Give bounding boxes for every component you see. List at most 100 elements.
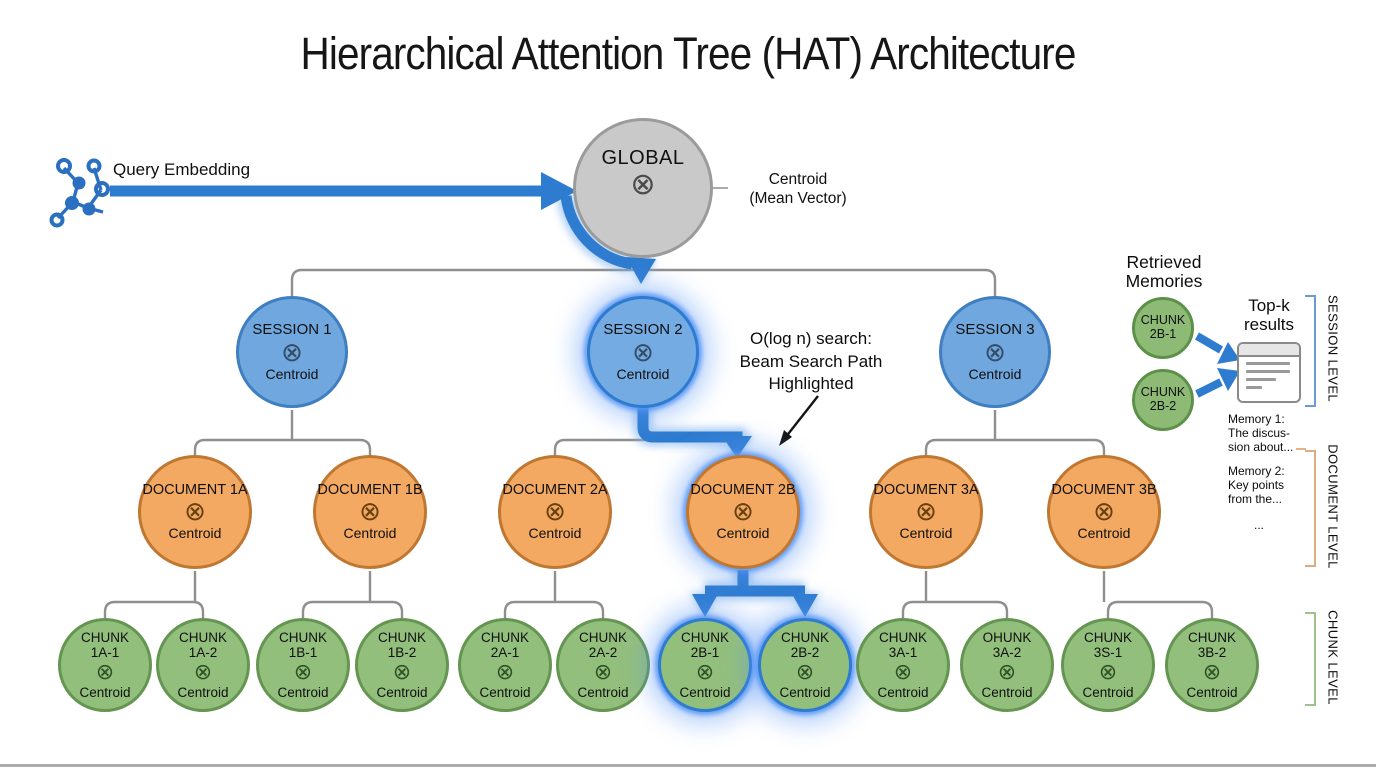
retrieval-arrows <box>1194 332 1240 398</box>
centroid-symbol: ⊗ <box>392 659 412 685</box>
centroid-symbol: ⊗ <box>630 167 656 203</box>
doc-rail-session2 <box>553 438 648 457</box>
centroid-symbol: ⊗ <box>997 659 1017 685</box>
tree-connectors <box>103 187 1306 619</box>
chunk-3b-1-node: CHUNK 3S-1 ⊗ Centroid <box>1061 618 1155 712</box>
chunk-2a-2-node: CHUNK 2A-2 ⊗ Centroid <box>556 618 650 712</box>
node-subtitle: 3A-1 <box>888 645 918 661</box>
centroid-label: Centroid <box>277 684 329 700</box>
chunk-1b-1-node: CHUNK 1B-1 ⊗ Centroid <box>256 618 350 712</box>
beam-session2-to-doc2b <box>637 402 743 443</box>
memory-1-text-line2: sion about... <box>1228 440 1294 454</box>
chunk-3a-1-node: CHUNK 3A-1 ⊗ Centroid <box>856 618 950 712</box>
annotation-line2: Beam Search Path <box>739 351 883 371</box>
query-embedding-label: Query Embedding <box>113 160 251 179</box>
retrieved-memories-heading: Retrieved Memories <box>1118 252 1210 292</box>
document-icon-line <box>1246 370 1290 373</box>
chunk-1b-2-node: CHUNK 1B-2 ⊗ Centroid <box>355 618 449 712</box>
beam-doc2b-to-chunks <box>705 570 805 597</box>
document-results-icon <box>1237 342 1301 403</box>
retrieved-heading-line1: Retrieved <box>1126 252 1202 272</box>
query-embedding-icon <box>49 158 110 228</box>
global-node: GLOBAL ⊗ <box>573 118 713 258</box>
centroid-symbol: ⊗ <box>984 337 1006 368</box>
document-icon-line <box>1246 362 1290 365</box>
centroid-symbol: ⊗ <box>193 659 213 685</box>
node-title: SESSION 3 <box>955 320 1035 338</box>
chunk-rail-doc1b <box>301 571 404 619</box>
global-centroid-label-line1: Centroid <box>768 171 828 188</box>
node-title: DOCUMENT 3B <box>1051 482 1157 499</box>
annotation-line3: Highlighted <box>768 374 854 394</box>
session-level-bracket <box>1305 295 1316 407</box>
topk-line2: results <box>1243 315 1295 335</box>
document-2b-node-highlighted: DOCUMENT 2B ⊗ Centroid <box>686 455 800 569</box>
topk-results-label: Top-k results <box>1228 296 1310 334</box>
centroid-label: Centroid <box>265 365 319 382</box>
document-1a-node: DOCUMENT 1A ⊗ Centroid <box>138 455 252 569</box>
centroid-symbol: ⊗ <box>95 659 115 685</box>
node-title: CHUNK <box>80 630 129 646</box>
beam-path <box>560 195 818 617</box>
node-title: CHUNK <box>1083 630 1132 646</box>
centroid-label: Centroid <box>168 525 222 542</box>
node-title: CHUNK <box>1140 313 1186 328</box>
page-title: Hierarchical Attention Tree (HAT) Archit… <box>300 28 1077 79</box>
document-2a-node: DOCUMENT 2A ⊗ Centroid <box>498 455 612 569</box>
document-3a-node: DOCUMENT 3A ⊗ Centroid <box>869 455 983 569</box>
document-level-bracket <box>1305 450 1316 567</box>
node-title: SESSION 2 <box>603 320 683 338</box>
query-arrow <box>110 172 577 210</box>
node-subtitle: 3B-2 <box>1197 645 1227 661</box>
chunk-rail-doc3b <box>1102 571 1214 619</box>
topk-line1: Top-k <box>1248 296 1290 315</box>
bottom-edge-line <box>0 764 1376 767</box>
memory-2-text-line1: Key points <box>1228 478 1285 492</box>
centroid-symbol: ⊗ <box>495 659 515 685</box>
node-title: DOCUMENT 1B <box>317 482 423 499</box>
doc-rail-session1 <box>193 410 372 457</box>
node-title: CHUNK <box>878 630 927 646</box>
node-subtitle: 2A-1 <box>490 645 520 661</box>
session-3-node: SESSION 3 ⊗ Centroid <box>939 296 1051 408</box>
chunk-rail-doc2a <box>503 571 605 619</box>
centroid-label: Centroid <box>616 365 670 382</box>
node-subtitle: 2B-2 <box>1149 399 1177 413</box>
chunk-rail-doc3a <box>901 571 1009 619</box>
retrieved-heading-line2: Memories <box>1125 271 1203 292</box>
memory-2-label: Memory 2: <box>1228 464 1285 478</box>
beam-global-to-session2 <box>560 195 633 270</box>
centroid-label: Centroid <box>877 684 929 700</box>
node-subtitle: 1B-2 <box>387 645 417 661</box>
chunk-rail-doc1a <box>103 571 205 619</box>
centroid-label: Centroid <box>1082 684 1134 700</box>
memory-1-label: Memory 1: <box>1228 412 1285 426</box>
document-level-label: DOCUMENT LEVEL <box>1325 444 1341 569</box>
chunk-2b-2-node-highlighted: CHUNK 2B-2 ⊗ Centroid <box>758 618 852 712</box>
node-title: DOCUMENT 1A <box>142 482 248 499</box>
chunk-2b-1-node-highlighted: CHUNK 2B-1 ⊗ Centroid <box>658 618 752 712</box>
session-2-node-highlighted: SESSION 2 ⊗ Centroid <box>587 296 699 408</box>
centroid-symbol: ⊗ <box>1098 659 1118 685</box>
node-title: CHUNK <box>1187 630 1236 646</box>
node-subtitle: 2B-2 <box>790 645 820 661</box>
centroid-symbol: ⊗ <box>184 497 206 528</box>
global-centroid-label-line2: (Mean Vector) <box>749 190 847 208</box>
centroid-label: Centroid <box>779 684 831 700</box>
node-title: CHUNK <box>178 630 227 646</box>
retrieved-chunk-2b-1: CHUNK 2B-1 <box>1132 297 1194 359</box>
centroid-label: Centroid <box>1186 684 1238 700</box>
centroid-symbol: ⊗ <box>359 497 381 528</box>
centroid-label: Centroid <box>716 525 770 542</box>
chunk-1a-2-node: CHUNK 1A-2 ⊗ Centroid <box>156 618 250 712</box>
memory-1-text-line1: The discus- <box>1228 426 1291 440</box>
document-icon-line <box>1246 378 1276 381</box>
memory-2-text-line2: from the... <box>1228 492 1283 506</box>
centroid-label: Centroid <box>1077 525 1131 542</box>
global-centroid-label: Centroid (Mean Vector) <box>722 170 874 209</box>
node-subtitle: 3S-1 <box>1093 645 1123 661</box>
node-title: OHUNK <box>982 630 1032 646</box>
session-1-node: SESSION 1 ⊗ Centroid <box>236 296 348 408</box>
